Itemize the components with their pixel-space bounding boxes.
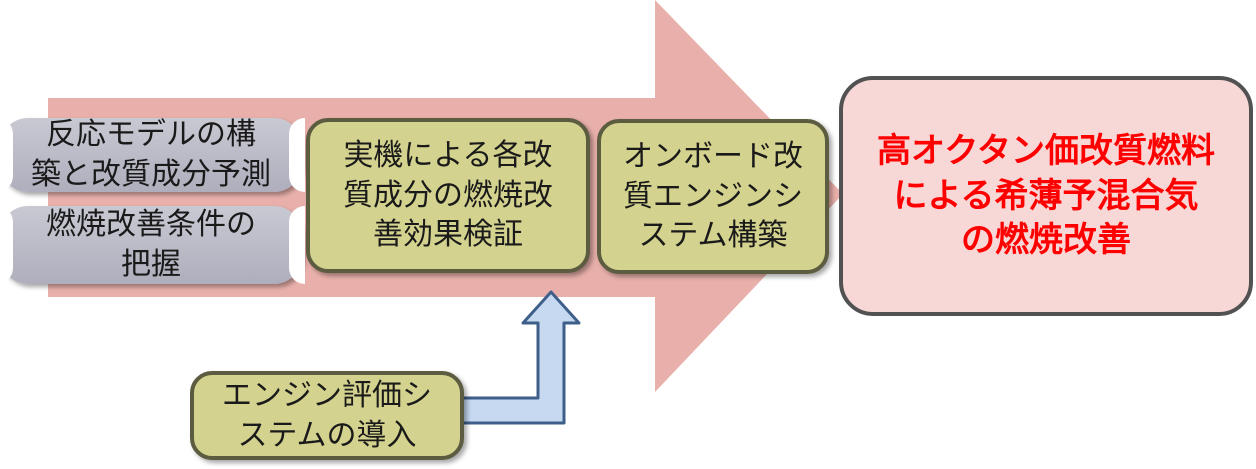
goal-line-3: の燃焼改善 (961, 220, 1131, 261)
combustion-conditions-line-1: 燃焼改善条件の (46, 207, 256, 243)
engine-verification-box: 実機による各改 質成分の燃焼改 善効果検証 (306, 118, 590, 273)
engine-evaluation-line-1: エンジン評価シ (222, 377, 432, 413)
onboard-system-box: オンボード改 質エンジンシ ステム構築 (597, 119, 829, 274)
engine-evaluation-line-2: ステムの導入 (237, 417, 417, 453)
connector-arrow (460, 290, 581, 425)
onboard-system-line-3: ステム構築 (638, 218, 788, 254)
model-building-scroll: 反応モデルの構 築と改質成分予測 (0, 117, 305, 192)
engine-verification-line-3: 善効果検証 (373, 217, 523, 253)
model-building-line-2: 築と改質成分予測 (31, 157, 271, 192)
combustion-conditions-scroll: 燃焼改善条件の 把握 (0, 206, 305, 284)
onboard-system-line-2: 質エンジンシ (623, 178, 803, 214)
combustion-conditions-line-2: 把握 (121, 247, 181, 282)
engine-verification-line-2: 質成分の燃焼改 (343, 177, 553, 213)
goal-line-1: 高オクタン価改質燃料 (877, 130, 1215, 171)
goal-box: 高オクタン価改質燃料 による希薄予混合気 の燃焼改善 (839, 76, 1253, 316)
goal-line-2: による希薄予混合気 (893, 175, 1199, 216)
onboard-system-line-1: オンボード改 (623, 139, 803, 175)
engine-verification-line-1: 実機による各改 (343, 138, 553, 174)
engine-evaluation-input-box: エンジン評価シ ステムの導入 (190, 371, 464, 460)
model-building-line-1: 反応モデルの構 (46, 117, 256, 153)
